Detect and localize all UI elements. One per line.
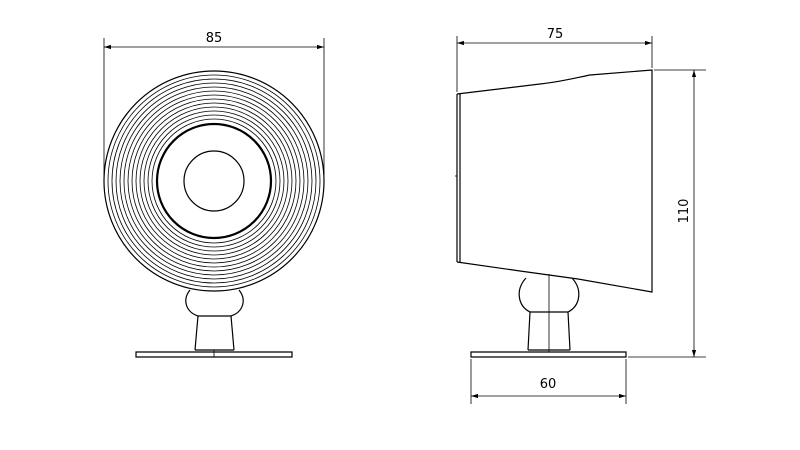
speaker-ring: [119, 86, 309, 276]
dimension-label-width: 85: [206, 31, 223, 46]
dimension-height-110: 110: [628, 69, 706, 358]
speaker-ring: [123, 90, 305, 272]
dimension-label-base: 60: [540, 377, 557, 392]
speaker-ring: [111, 78, 317, 284]
dimension-label-height: 110: [677, 199, 692, 224]
speaker-ring: [143, 110, 285, 252]
speaker-ring: [147, 114, 281, 248]
speaker-ring: [131, 98, 297, 264]
front-view: 85: [103, 31, 325, 358]
side-base-plate: [470, 349, 627, 358]
speaker-rings: [103, 70, 325, 292]
speaker-ring: [107, 74, 321, 288]
speaker-ring: [103, 70, 325, 292]
dimension-depth-75: 75: [456, 27, 653, 92]
speaker-ring: [115, 82, 313, 280]
side-stem: [527, 311, 571, 351]
dimension-label-depth: 75: [547, 27, 564, 42]
side-front-rim: [456, 93, 461, 262]
dimension-base-60: 60: [470, 359, 627, 404]
dimension-width-85: 85: [103, 31, 325, 175]
side-view: 75 110 60: [455, 27, 706, 404]
front-ball-joint: [185, 289, 244, 317]
side-body-outline: [456, 69, 653, 293]
front-base-plate: [135, 349, 293, 358]
driver-cone-circle: [155, 122, 273, 240]
front-stem: [194, 315, 235, 351]
speaker-ring: [135, 102, 293, 260]
speaker-ring: [127, 94, 301, 268]
speaker-ring: [151, 118, 277, 244]
dust-cap-circle: [183, 150, 245, 212]
speaker-ring: [139, 106, 289, 256]
